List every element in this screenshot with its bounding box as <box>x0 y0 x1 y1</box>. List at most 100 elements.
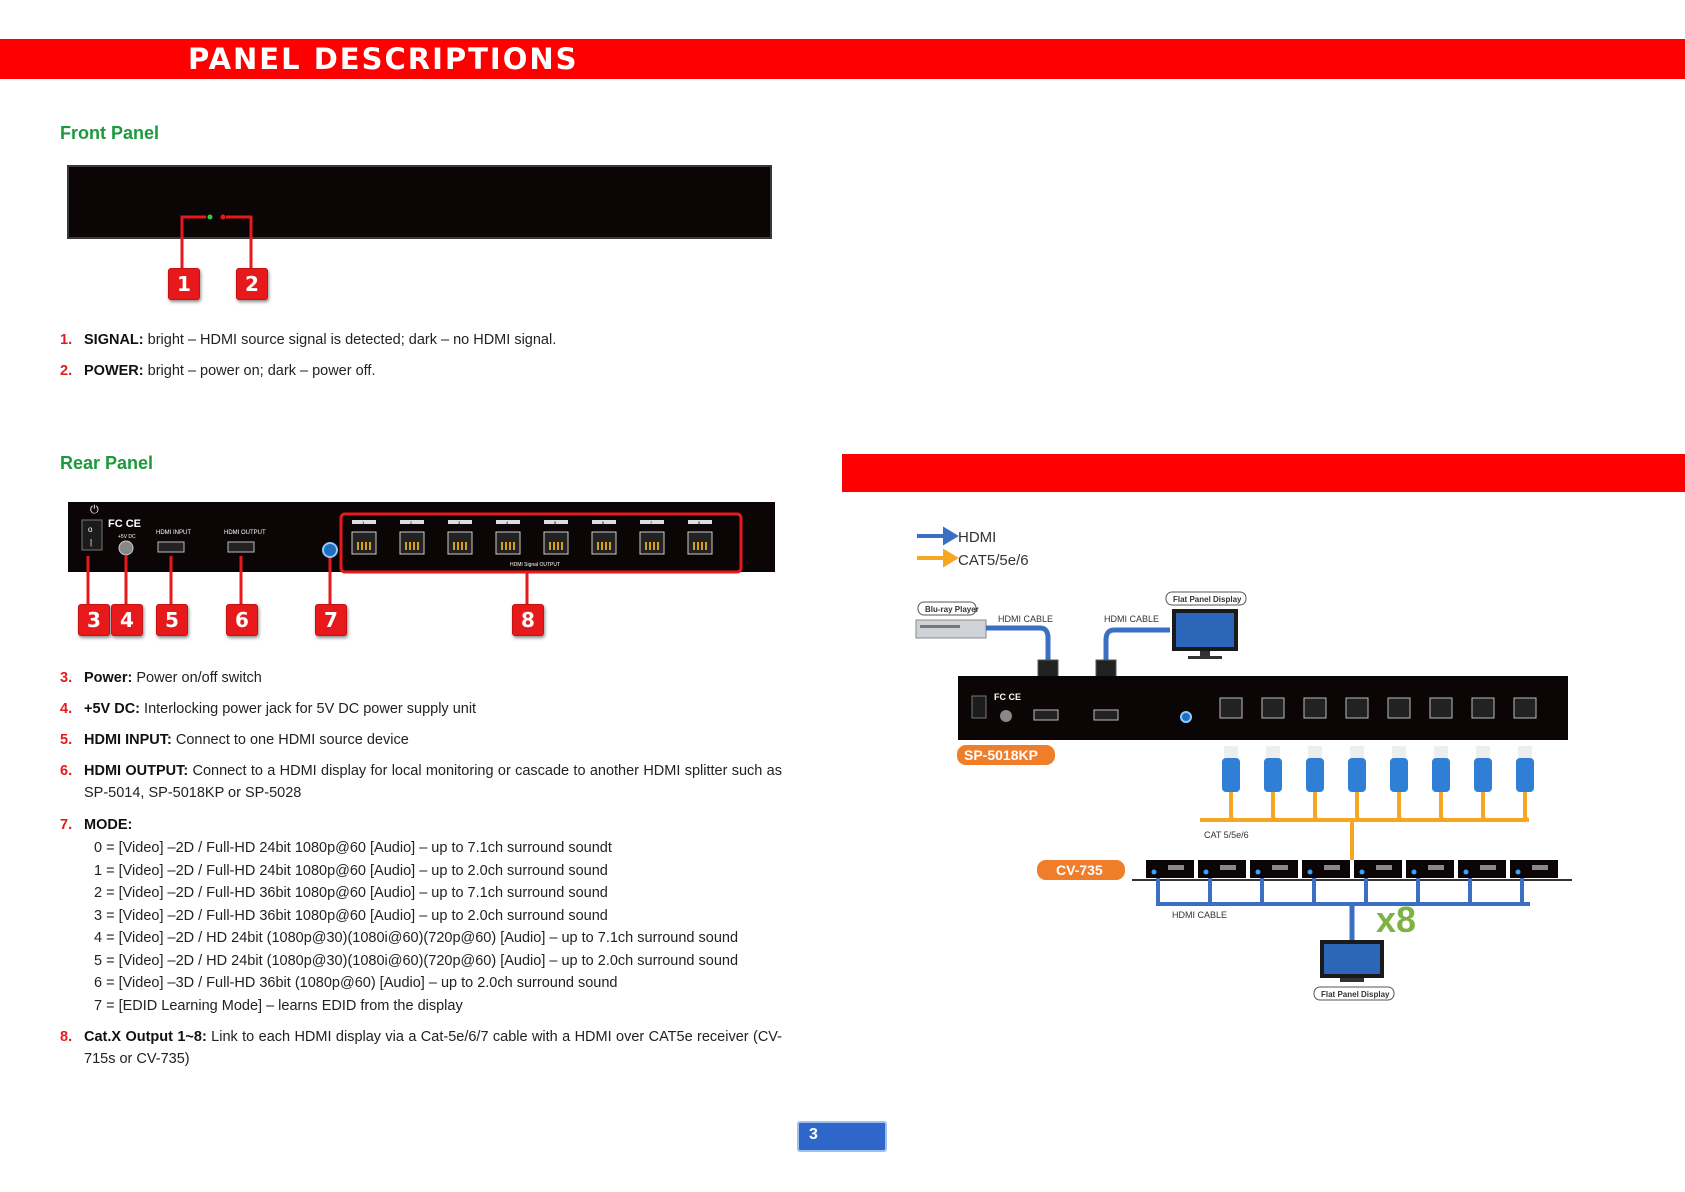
item-label: HDMI INPUT: <box>84 732 172 748</box>
receiver-port <box>1428 865 1444 870</box>
mode-option: 1 = [Video] –2D / Full-HD 24bit 1080p@60… <box>94 862 608 879</box>
switch-mark-icon: | <box>90 538 92 547</box>
port-number-tab <box>448 520 472 524</box>
diagram-rj45-port <box>1513 697 1537 719</box>
page-number: 3 <box>809 1126 818 1143</box>
diagram-rj45-port <box>1345 697 1369 719</box>
callout-7: 7 <box>315 604 347 636</box>
disc-slot <box>920 625 960 628</box>
receiver-led <box>1203 869 1209 875</box>
cat-cables <box>1222 746 1534 822</box>
splitter-dc-jack <box>1000 710 1012 722</box>
receiver-led <box>1255 869 1261 875</box>
blu-ray-label: Blu-ray Player <box>925 605 979 614</box>
item-text: Connect to one HDMI source device <box>171 732 409 748</box>
display-screen <box>1176 613 1234 647</box>
receiver-model-tag <box>1035 858 1127 882</box>
cat-boot <box>1474 758 1492 792</box>
front-item-signal: 1. SIGNAL: bright – HDMI source signal i… <box>60 329 782 351</box>
front-item-power: 2. POWER: bright – power on; dark – powe… <box>60 360 782 382</box>
receivers <box>1146 860 1558 878</box>
front-panel-illustration <box>67 165 772 268</box>
receiver-port <box>1376 865 1392 870</box>
port-pin <box>361 542 363 550</box>
receiver-led <box>1463 869 1469 875</box>
hdmi-output-port <box>227 541 255 553</box>
cat-label: CAT 5/5e/6 <box>1204 830 1249 840</box>
display-base <box>1188 656 1222 659</box>
splitter-model-tag <box>955 743 1057 767</box>
rear-panel-illustration: ⏻ o | FC CE +5V DC HDMI INPUT HDMI OUTPU… <box>68 502 775 604</box>
splitter-mode-knob <box>1180 711 1192 723</box>
receiver-port <box>1480 865 1496 870</box>
item-number: 4. <box>60 701 73 717</box>
front-panel-device <box>67 165 772 239</box>
dc-jack <box>118 540 134 556</box>
dc-label: +5V DC <box>118 534 136 540</box>
rj45-port <box>351 531 377 555</box>
cat-cable <box>1313 792 1320 822</box>
cat-plug <box>1434 746 1448 758</box>
cat-cable <box>1397 792 1404 822</box>
port-pin <box>413 542 415 550</box>
cat-plug <box>1476 746 1490 758</box>
port-pin <box>417 542 419 550</box>
hdmi-arrow-icon <box>917 526 959 546</box>
callout-6: 6 <box>226 604 258 636</box>
front-panel-heading: Front Panel <box>60 123 160 143</box>
page-title: PANEL DESCRIPTIONS <box>188 42 579 76</box>
receiver-led <box>1151 869 1157 875</box>
port-pin <box>365 542 367 550</box>
rj45-port <box>639 531 665 555</box>
mode-selector <box>322 542 338 558</box>
rear-item-dc: 4. +5V DC: Interlocking power jack for 5… <box>60 698 782 720</box>
item-number: 2. <box>60 363 73 379</box>
receiver-port <box>1532 865 1548 870</box>
diagram-rj45-port <box>1219 697 1243 719</box>
cat-plug <box>1224 746 1238 758</box>
legend: HDMI CAT5/5e/6 <box>917 526 1029 569</box>
item-text: Link to each HDMI display via a Cat-5e/6… <box>84 1029 782 1067</box>
rj45-port <box>591 531 617 555</box>
port-pin <box>645 542 647 550</box>
port-pin <box>649 542 651 550</box>
mode-option: 5 = [Video] –2D / HD 24bit (1080p@30)(10… <box>94 952 739 969</box>
cat-cable <box>1271 792 1278 822</box>
item-number: 7. <box>60 817 73 833</box>
cat-cable <box>1355 792 1362 822</box>
item-label: MODE: <box>84 817 133 833</box>
blu-ray-player <box>915 619 987 639</box>
fc-ce-mark-icon: FC CE <box>108 518 141 530</box>
splitter-cat-ports <box>1219 697 1537 719</box>
switch-mark-icon: o <box>88 525 93 534</box>
port-pin <box>701 542 703 550</box>
port-pin <box>705 542 707 550</box>
callout-1: 1 <box>168 268 200 300</box>
rear-item-mode: 7. MODE: <box>60 814 782 836</box>
rear-item-hdmi-output: 6. HDMI OUTPUT: Connect to a HDMI displa… <box>60 760 782 804</box>
port-pin <box>457 542 459 550</box>
legend-cat-label: CAT5/5e/6 <box>958 552 1029 569</box>
callout-5: 5 <box>156 604 188 636</box>
item-label: HDMI OUTPUT: <box>84 763 189 779</box>
item-number: 1. <box>60 332 73 348</box>
cat-cable <box>1439 792 1446 822</box>
diagram-rj45-port <box>1429 697 1453 719</box>
port-number: 4 <box>506 520 509 525</box>
port-pin <box>561 542 563 550</box>
rear-item-cat-output: 8. Cat.X Output 1~8: Link to each HDMI d… <box>60 1026 782 1070</box>
signal-led <box>207 214 213 220</box>
port-pin <box>509 542 511 550</box>
cat-boot <box>1432 758 1450 792</box>
hdmi-cable-input <box>986 625 1051 660</box>
rj45-port <box>495 531 521 555</box>
port-pin <box>657 542 659 550</box>
port-number: 7 <box>650 520 653 525</box>
splitter-switch <box>971 695 987 719</box>
flat-panel-label: Flat Panel Display <box>1173 595 1242 604</box>
rj45-port <box>543 531 569 555</box>
port-pin <box>461 542 463 550</box>
port-number-tab <box>640 520 664 524</box>
port-pin <box>501 542 503 550</box>
item-number: 5. <box>60 732 73 748</box>
